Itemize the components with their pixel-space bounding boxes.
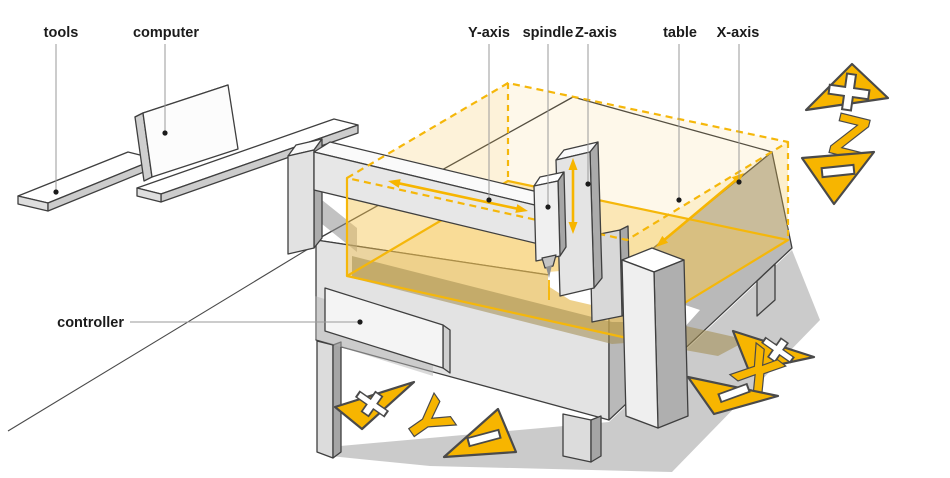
x-axis-motion-arrow <box>656 173 744 247</box>
controller-panel <box>315 287 451 376</box>
floor-edge-line <box>7 242 319 432</box>
spindle-bit <box>546 265 552 278</box>
label-table: table <box>663 25 697 41</box>
column-shadow-on-table <box>322 200 357 252</box>
anchor-dot-z-axis <box>585 181 591 187</box>
x-plus-marker <box>761 336 795 364</box>
machine-floor-shadow <box>318 250 820 472</box>
anchor-dot-controller <box>357 319 363 325</box>
anchor-dot-tools <box>53 189 59 195</box>
leader-lines <box>53 44 742 325</box>
label-x-axis: X-axis <box>717 25 760 41</box>
y-minus-marker <box>466 428 502 448</box>
z-minus-triangle <box>800 150 876 206</box>
z-axis-motion-arrow <box>568 158 578 234</box>
z-minus-marker <box>820 163 856 179</box>
spindle-collet <box>541 254 557 269</box>
x-minus-marker <box>717 382 751 404</box>
anchor-dot-y-axis <box>486 197 492 203</box>
y-axis-motion-arrow <box>388 179 528 213</box>
tools-board <box>17 151 157 212</box>
anchor-dot-x-axis <box>736 179 742 185</box>
work-envelope-upper-outline <box>345 81 790 276</box>
part-labels: tools computer Y-axis spindle Z-axis tab… <box>44 25 760 331</box>
label-computer: computer <box>133 25 199 41</box>
label-spindle: spindle <box>523 25 574 41</box>
anchor-dot-table <box>676 197 682 203</box>
anchor-dot-computer <box>162 130 168 136</box>
anchor-dot-spindle <box>545 204 551 210</box>
label-controller: controller <box>57 315 124 331</box>
axis-indicator-z: Z <box>800 62 890 206</box>
label-z-axis: Z-axis <box>575 25 617 41</box>
spindle-assembly <box>533 171 567 300</box>
computer-panel <box>134 84 239 182</box>
z-plus-marker <box>827 72 871 112</box>
label-tools: tools <box>44 25 79 41</box>
y-plus-marker <box>354 390 390 418</box>
y-minus-triangle <box>442 407 518 459</box>
work-envelope-front-face <box>347 178 627 338</box>
gantry-right-column <box>621 247 689 429</box>
label-y-axis: Y-axis <box>468 25 510 41</box>
gantry-shadow-on-table <box>352 256 612 344</box>
machine-legs <box>316 263 776 463</box>
